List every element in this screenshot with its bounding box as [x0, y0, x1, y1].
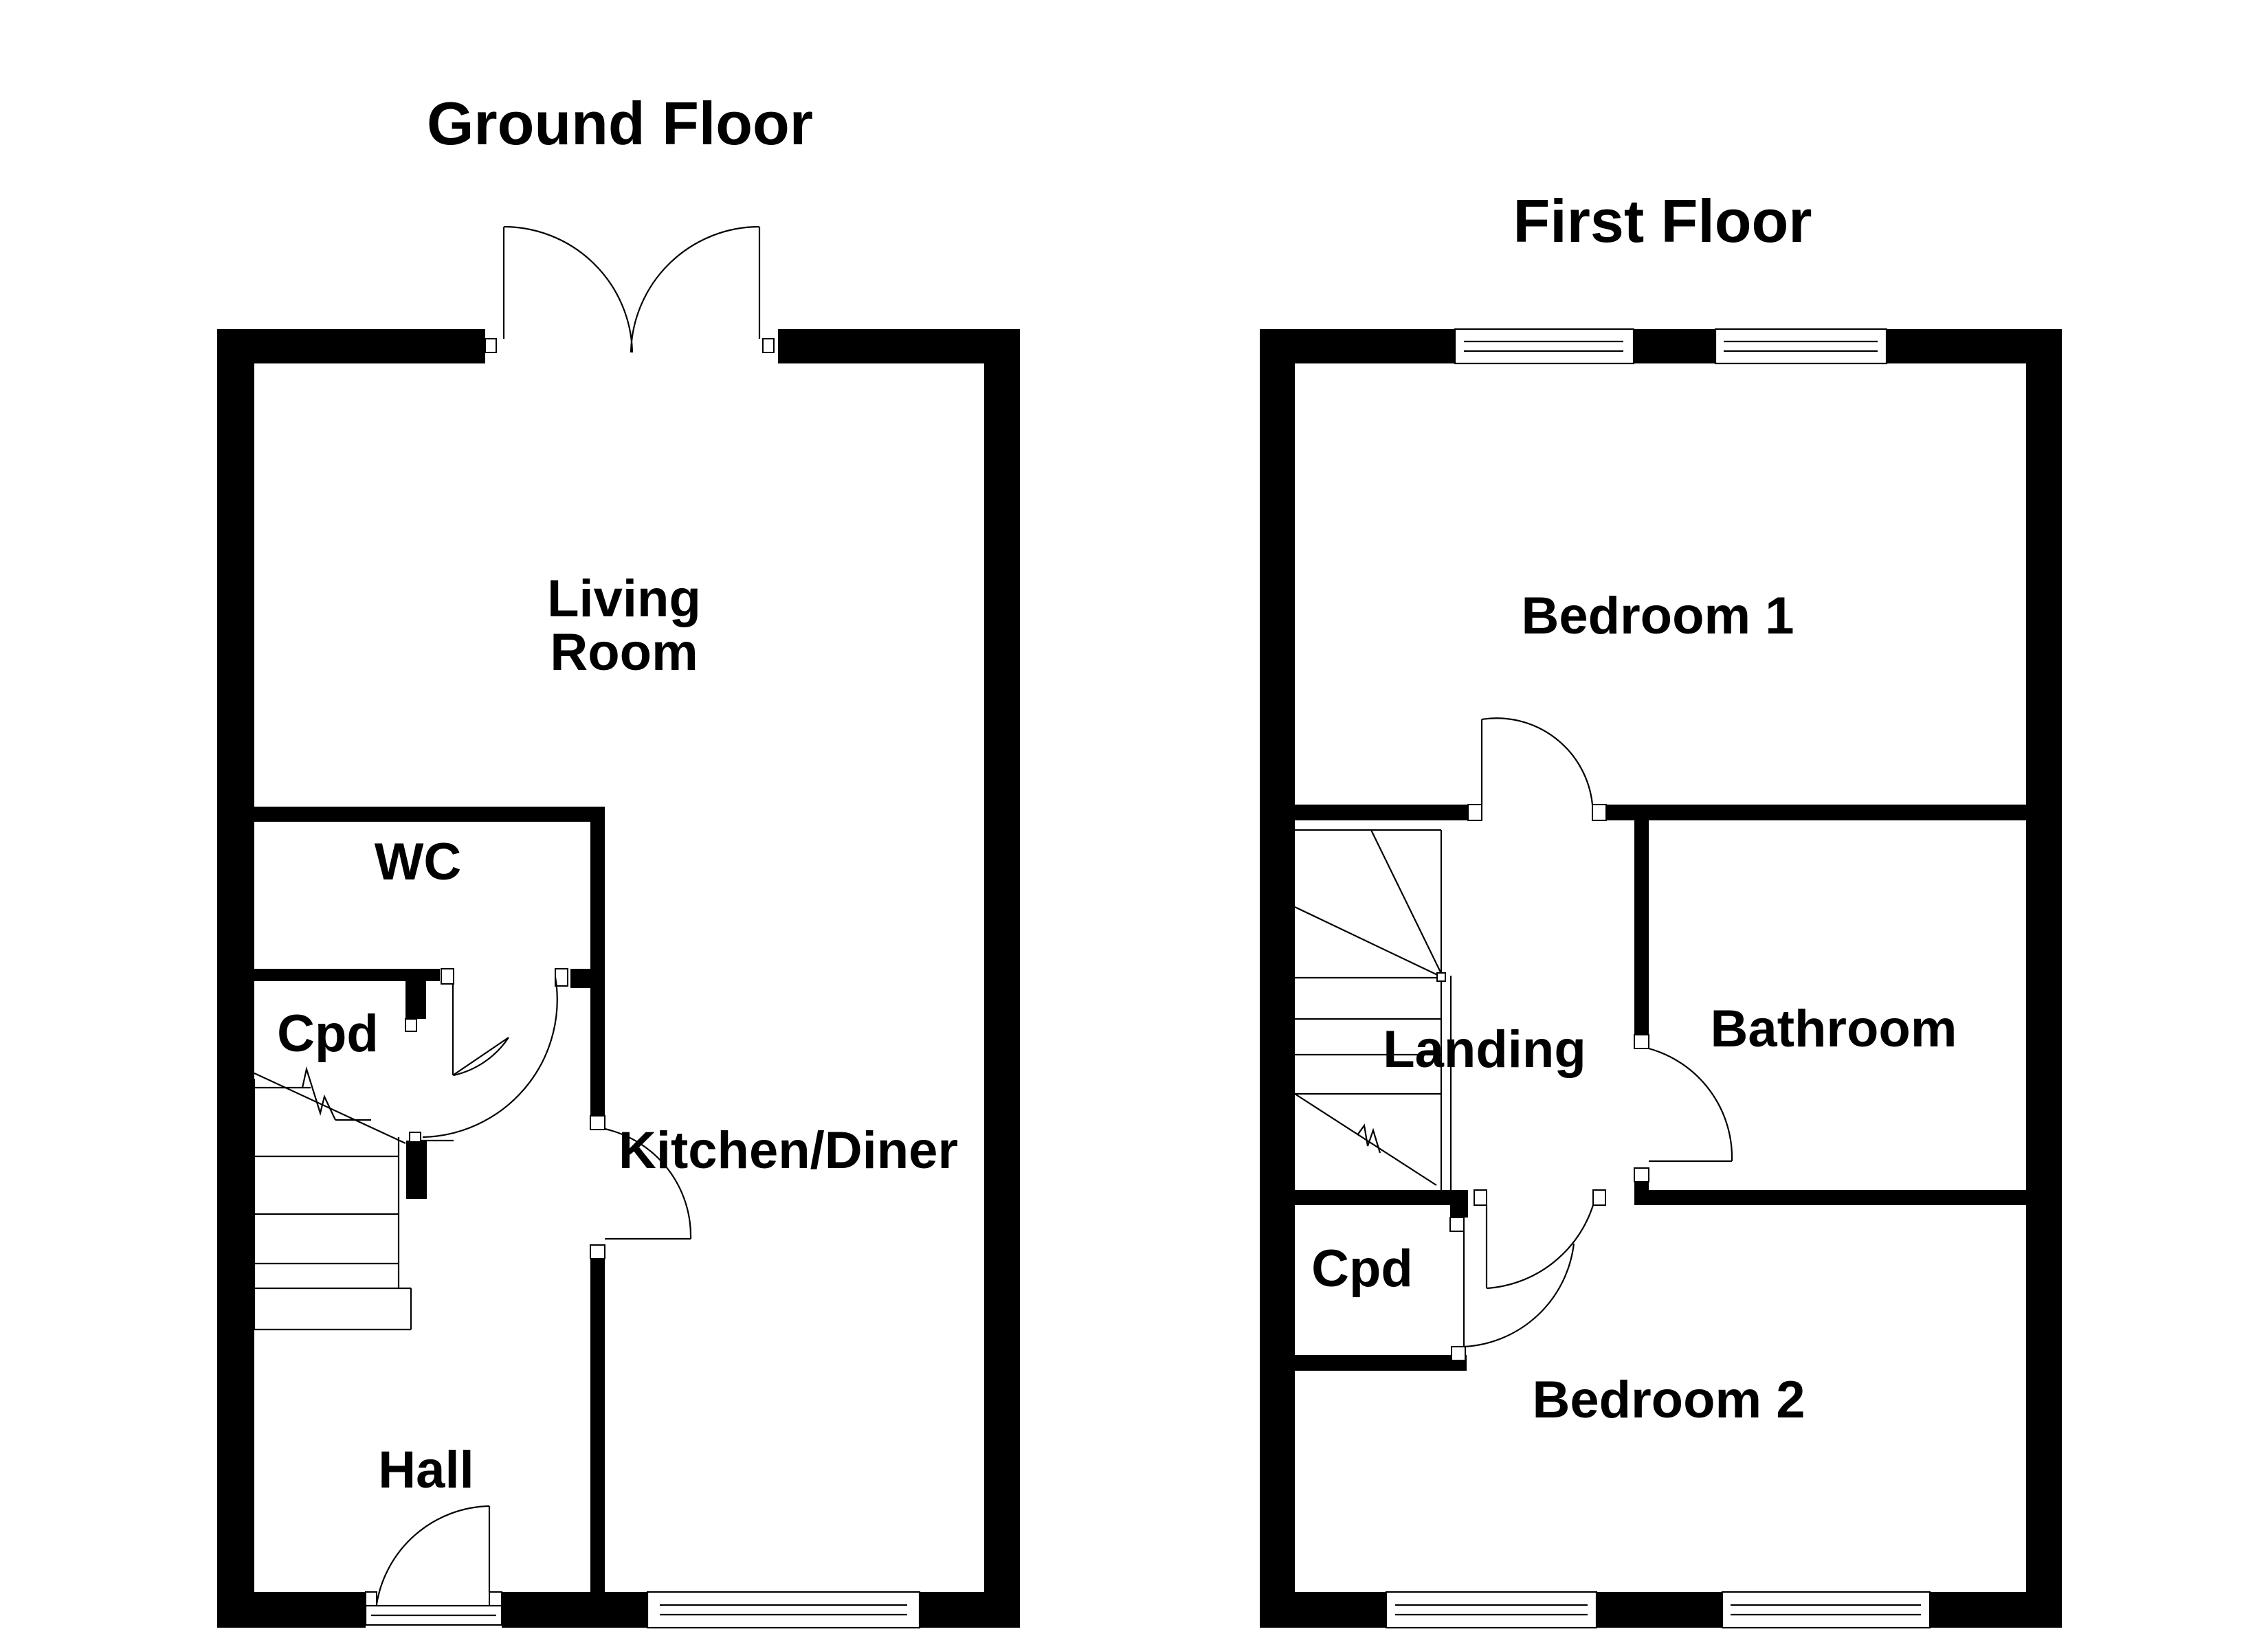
first-floor-internal-walls	[1295, 805, 2026, 1371]
hall-label: Hall	[378, 1441, 474, 1499]
bathroom-label: Bathroom	[1711, 1000, 1957, 1058]
bedroom1-door[interactable]	[1467, 717, 1607, 821]
bedroom2-door[interactable]	[1474, 1189, 1606, 1290]
ground-floor-french-doors[interactable]	[485, 225, 775, 353]
bedroom1-label: Bedroom 1	[1522, 587, 1794, 645]
bedroom1-window-left	[1454, 328, 1635, 365]
ground-wc-door[interactable]	[409, 968, 568, 1143]
first-floor-plan: First Floor	[1260, 187, 2062, 1629]
ground-cupboard-label: Cpd	[277, 1005, 379, 1063]
wc-label: WC	[375, 833, 462, 891]
ground-front-window	[646, 1591, 921, 1629]
first-floor-title: First Floor	[1513, 187, 1812, 255]
ground-kitchen-door[interactable]	[590, 1115, 692, 1259]
ground-floor-title: Ground Floor	[427, 89, 813, 157]
living-room-label-line1: Living	[547, 570, 701, 628]
ground-floor-internal-walls	[254, 807, 605, 1592]
bedroom2-window-right	[1721, 1591, 1931, 1629]
living-room-label-line2: Room	[550, 623, 698, 682]
ground-cupboard-door[interactable]	[405, 968, 509, 1077]
ground-floor-stairs	[253, 1066, 412, 1331]
first-floor-outer-walls	[1260, 329, 2062, 1628]
bathroom-door[interactable]	[1634, 1034, 1733, 1182]
first-cupboard-label: Cpd	[1311, 1239, 1413, 1298]
first-floor-stairs	[1294, 829, 1452, 1190]
kitchen-diner-label: Kitchen/Diner	[619, 1121, 958, 1180]
bedroom2-window-left	[1385, 1591, 1598, 1629]
bedroom2-label: Bedroom 2	[1533, 1371, 1805, 1429]
first-cupboard-door[interactable]	[1449, 1217, 1575, 1361]
ground-front-door[interactable]	[364, 1505, 503, 1626]
bedroom1-window-right	[1714, 328, 1888, 365]
landing-label: Landing	[1383, 1020, 1586, 1079]
ground-floor-outer-walls	[217, 329, 1020, 1628]
ground-floor-plan: Ground Floor	[217, 89, 1020, 1629]
